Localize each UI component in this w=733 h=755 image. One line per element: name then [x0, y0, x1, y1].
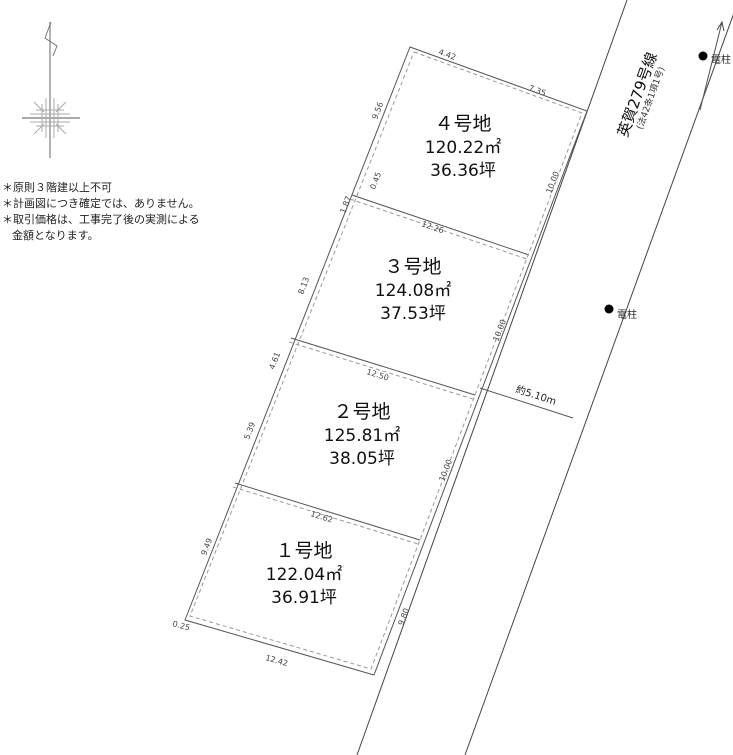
dimension: 8.13 — [296, 276, 311, 296]
utility-pole-label: 電柱 — [617, 308, 637, 321]
dimension: 9.49 — [199, 537, 214, 557]
dimension: 1.87 — [338, 195, 353, 215]
dimension-labels: 4.42 7.35 9.56 0.45 1.87 12.26 10.00 8.1… — [171, 47, 561, 668]
note: ＊取引価格は、工事完了後の実測による — [2, 213, 200, 226]
road — [356, 0, 733, 755]
lot-2: ２号地 125.81㎡ 38.05坪 — [324, 401, 400, 469]
dimension: 12.62 — [309, 509, 334, 524]
lot-area-m2: 124.08㎡ — [375, 281, 451, 301]
road-width-dimension — [479, 387, 574, 419]
dimension: 12.42 — [264, 653, 288, 668]
utility-pole-label: 電柱 — [711, 53, 731, 66]
dimension: 7.35 — [527, 83, 547, 98]
lot-4: ４号地 120.22㎡ 36.36坪 — [425, 113, 501, 181]
utility-pole-icon — [604, 304, 614, 314]
dimension: 0.25 — [171, 619, 191, 632]
dimension: 4.42 — [437, 47, 457, 62]
north-compass-icon — [22, 21, 80, 158]
lot-area-tsubo: 38.05坪 — [329, 449, 395, 469]
lot-area-m2: 120.22㎡ — [425, 138, 501, 158]
dimension: 4.61 — [267, 351, 282, 371]
lot-name: ４号地 — [434, 113, 491, 135]
lot-boundaries — [184, 46, 588, 676]
dimension: 0.45 — [368, 171, 383, 191]
utility-pole-icon — [698, 51, 708, 61]
lot-1: １号地 122.04㎡ 36.91坪 — [266, 540, 342, 608]
dimension: 12.50 — [365, 367, 390, 382]
lot-area-m2: 122.04㎡ — [266, 565, 342, 585]
notes: ＊原則３階建以上不可 ＊計画図につき確定では、ありません。 ＊取引価格は、工事完… — [2, 180, 200, 244]
note: 金額となります。 — [12, 229, 99, 242]
dimension: 9.56 — [370, 101, 385, 121]
note: ＊計画図につき確定では、ありません。 — [2, 197, 200, 210]
road-width-label: 約5.10m — [514, 382, 558, 407]
lot-area-tsubo: 36.91坪 — [271, 588, 337, 608]
dimension: 5.39 — [242, 421, 257, 441]
lot-area-m2: 125.81㎡ — [324, 426, 400, 446]
lot-name: ３号地 — [384, 256, 441, 278]
note: ＊原則３階建以上不可 — [2, 181, 112, 194]
lot-area-tsubo: 37.53坪 — [380, 304, 446, 324]
lot-name: １号地 — [275, 540, 332, 562]
dimension: 12.26 — [420, 219, 445, 235]
lot-area-tsubo: 36.36坪 — [430, 161, 496, 181]
lot-name: ２号地 — [333, 401, 390, 423]
lot-3: ３号地 124.08㎡ 37.53坪 — [375, 256, 451, 324]
